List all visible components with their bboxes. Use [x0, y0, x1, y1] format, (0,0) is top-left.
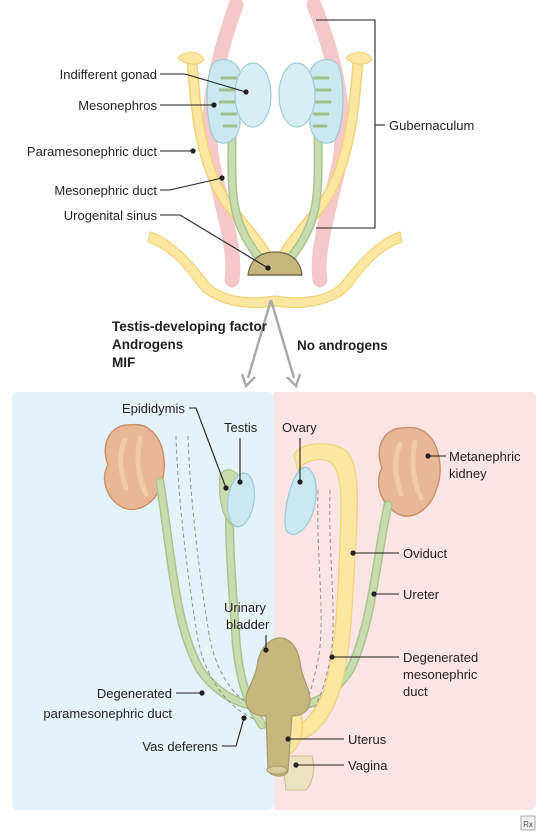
indifferent-stage — [147, 0, 403, 308]
urinary-bladder — [245, 637, 311, 777]
label-oviduct: Oviduct — [403, 546, 447, 561]
branch-arrows — [240, 299, 302, 389]
label-ureter: Ureter — [403, 587, 440, 602]
label-gubernaculum: Gubernaculum — [389, 118, 474, 133]
label-testis-developing-factor: Testis-developing factor — [112, 319, 268, 334]
metanephric-kidney-right — [377, 426, 441, 517]
gubernaculum-bracket — [316, 19, 376, 229]
label-androgens: Androgens — [112, 337, 183, 352]
label-paramesonephric-duct: Paramesonephric duct — [27, 144, 157, 159]
label-kidney: kidney — [449, 466, 487, 481]
urogenital-sinus — [247, 251, 303, 276]
female-panel — [274, 392, 536, 810]
label-vas-deferens: Vas deferens — [142, 739, 218, 754]
label-degenerated-paramesonephric-1: Degenerated — [97, 686, 172, 701]
label-degenerated-mesonephric-2: mesonephric — [403, 667, 478, 682]
label-no-androgens: No androgens — [297, 338, 388, 353]
label-degenerated-mesonephric-3: duct — [403, 684, 428, 699]
label-degenerated-paramesonephric-2: paramesonephric duct — [43, 706, 172, 721]
label-ovary: Ovary — [282, 420, 317, 435]
label-degenerated-mesonephric-1: Degenerated — [403, 650, 478, 665]
label-urinary: Urinary — [224, 600, 266, 615]
label-mesonephros: Mesonephros — [78, 98, 157, 113]
corner-mark: Rx — [523, 820, 533, 829]
metanephric-kidney-left — [103, 423, 165, 511]
label-testis: Testis — [224, 420, 258, 435]
indifferent-gonad-right — [278, 62, 316, 128]
urogenital-base — [147, 231, 403, 308]
male-panel — [12, 392, 274, 810]
label-bladder: bladder — [226, 617, 270, 632]
ovary — [284, 466, 317, 535]
mesonephros-right — [309, 58, 344, 144]
indifferent-gonad-left — [234, 62, 272, 128]
label-vagina: Vagina — [348, 758, 388, 773]
degenerated-paramesonephric-duct — [175, 435, 263, 723]
label-mif: MIF — [112, 355, 135, 370]
label-urogenital-sinus: Urogenital sinus — [64, 208, 158, 223]
mesonephros-left — [206, 58, 241, 144]
label-epididymis: Epididymis — [122, 401, 185, 416]
label-uterus: Uterus — [348, 732, 387, 747]
label-mesonephric-duct: Mesonephric duct — [54, 183, 157, 198]
label-indifferent-gonad: Indifferent gonad — [60, 67, 157, 82]
label-metanephric: Metanephric — [449, 449, 521, 464]
testis — [226, 472, 256, 528]
